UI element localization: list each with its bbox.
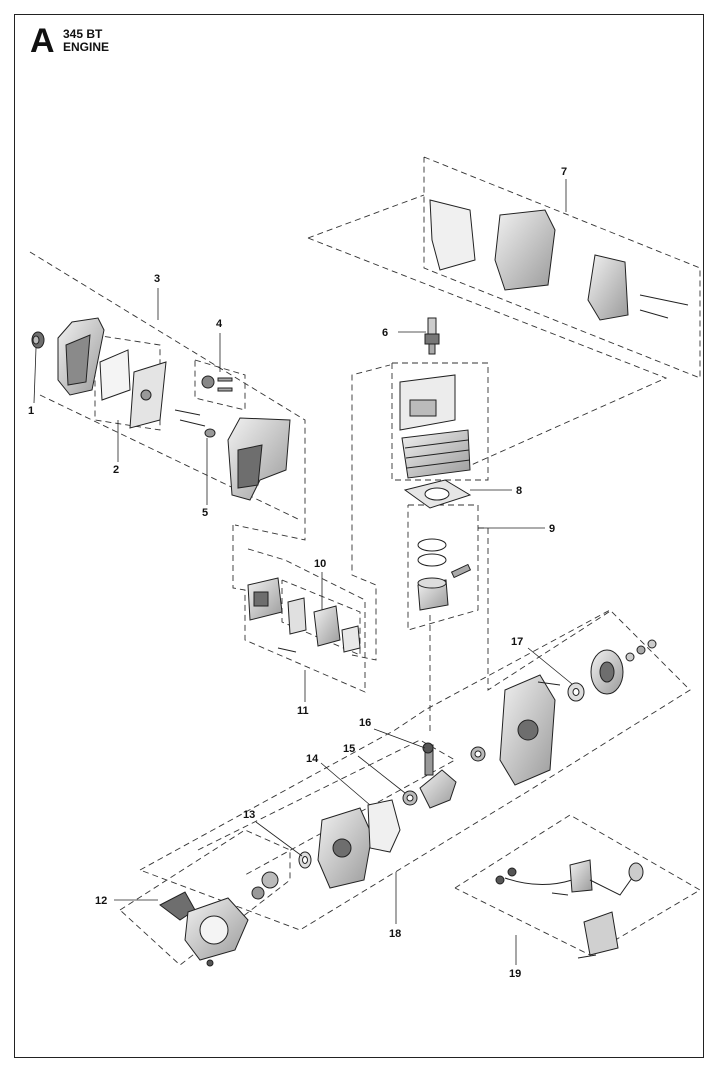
cylinder-gasket-part [403,479,472,509]
cylinder-part [399,374,471,479]
filter-housing-part [204,417,291,501]
piston-group-outline [407,504,479,631]
leader-16 [373,728,426,749]
callout-8[interactable]: 8 [516,485,522,497]
crankcase-gasket-part [367,799,401,853]
crankcase-inner-outline [197,739,456,876]
crankcase-group-outline [139,609,691,931]
filter-inner-outline [94,334,161,431]
muffler-part [429,199,689,321]
air-filter-group-outline [29,251,306,541]
callout-13[interactable]: 13 [243,809,255,821]
callout-17[interactable]: 17 [511,636,523,648]
page-title: ENGINE [63,40,110,54]
model-name: 345 BT [63,27,103,41]
leader-13 [255,821,303,857]
callout-1[interactable]: 1 [28,405,34,417]
callout-15[interactable]: 15 [343,743,355,755]
callout-10[interactable]: 10 [314,558,326,570]
leader-1 [33,347,37,404]
cylinder-group-outline [391,362,489,481]
callout-7[interactable]: 7 [561,166,567,178]
leader-14 [320,762,371,806]
leader-lines [33,179,573,965]
piston-part [417,538,472,611]
parts-artwork [31,199,689,967]
filter-fittings-part [174,375,233,427]
crankcase-part [317,674,556,889]
callout-12[interactable]: 12 [95,895,107,907]
ignition-group-outline [454,814,701,956]
callout-16[interactable]: 16 [359,717,371,729]
callout-3[interactable]: 3 [154,273,160,285]
callout-14[interactable]: 14 [306,753,319,765]
ignition-module-part [495,859,644,959]
spark-plug-part [424,317,440,355]
callout-11[interactable]: 11 [297,705,309,717]
callout-labels: 1 2 3 4 5 6 7 8 9 10 11 12 13 14 15 16 1… [28,166,567,980]
carburetor-group-outline [232,525,366,693]
callout-6[interactable]: 6 [382,327,388,339]
page-border [14,14,704,1058]
section-letter: A [30,22,55,60]
title-block: 345 BT ENGINE [63,28,109,54]
choke-knob-part [31,331,45,349]
muffler-group-outline [423,156,701,379]
crankshaft-part [402,742,486,809]
air-filter-part [99,349,167,429]
leader-15 [357,755,406,794]
fittings-outline [194,359,246,411]
callout-18[interactable]: 18 [389,928,401,940]
callout-19[interactable]: 19 [509,968,521,980]
air-filter-group-lower-outline [39,394,301,521]
carb-to-cylinder-link [351,364,391,661]
muffler-to-cylinder-link [307,237,668,471]
clutch-part [537,639,657,702]
callout-5[interactable]: 5 [202,507,208,519]
carburetor-part [247,577,361,653]
starter-part [159,871,279,967]
air-filter-cover-part [57,317,105,396]
starter-group-outline [119,829,291,966]
muffler-link-line [307,194,425,239]
seal-ring-part [298,851,312,869]
callout-9[interactable]: 9 [549,523,555,535]
leader-17 [527,647,573,685]
callout-2[interactable]: 2 [113,464,119,476]
callout-4[interactable]: 4 [216,318,223,330]
